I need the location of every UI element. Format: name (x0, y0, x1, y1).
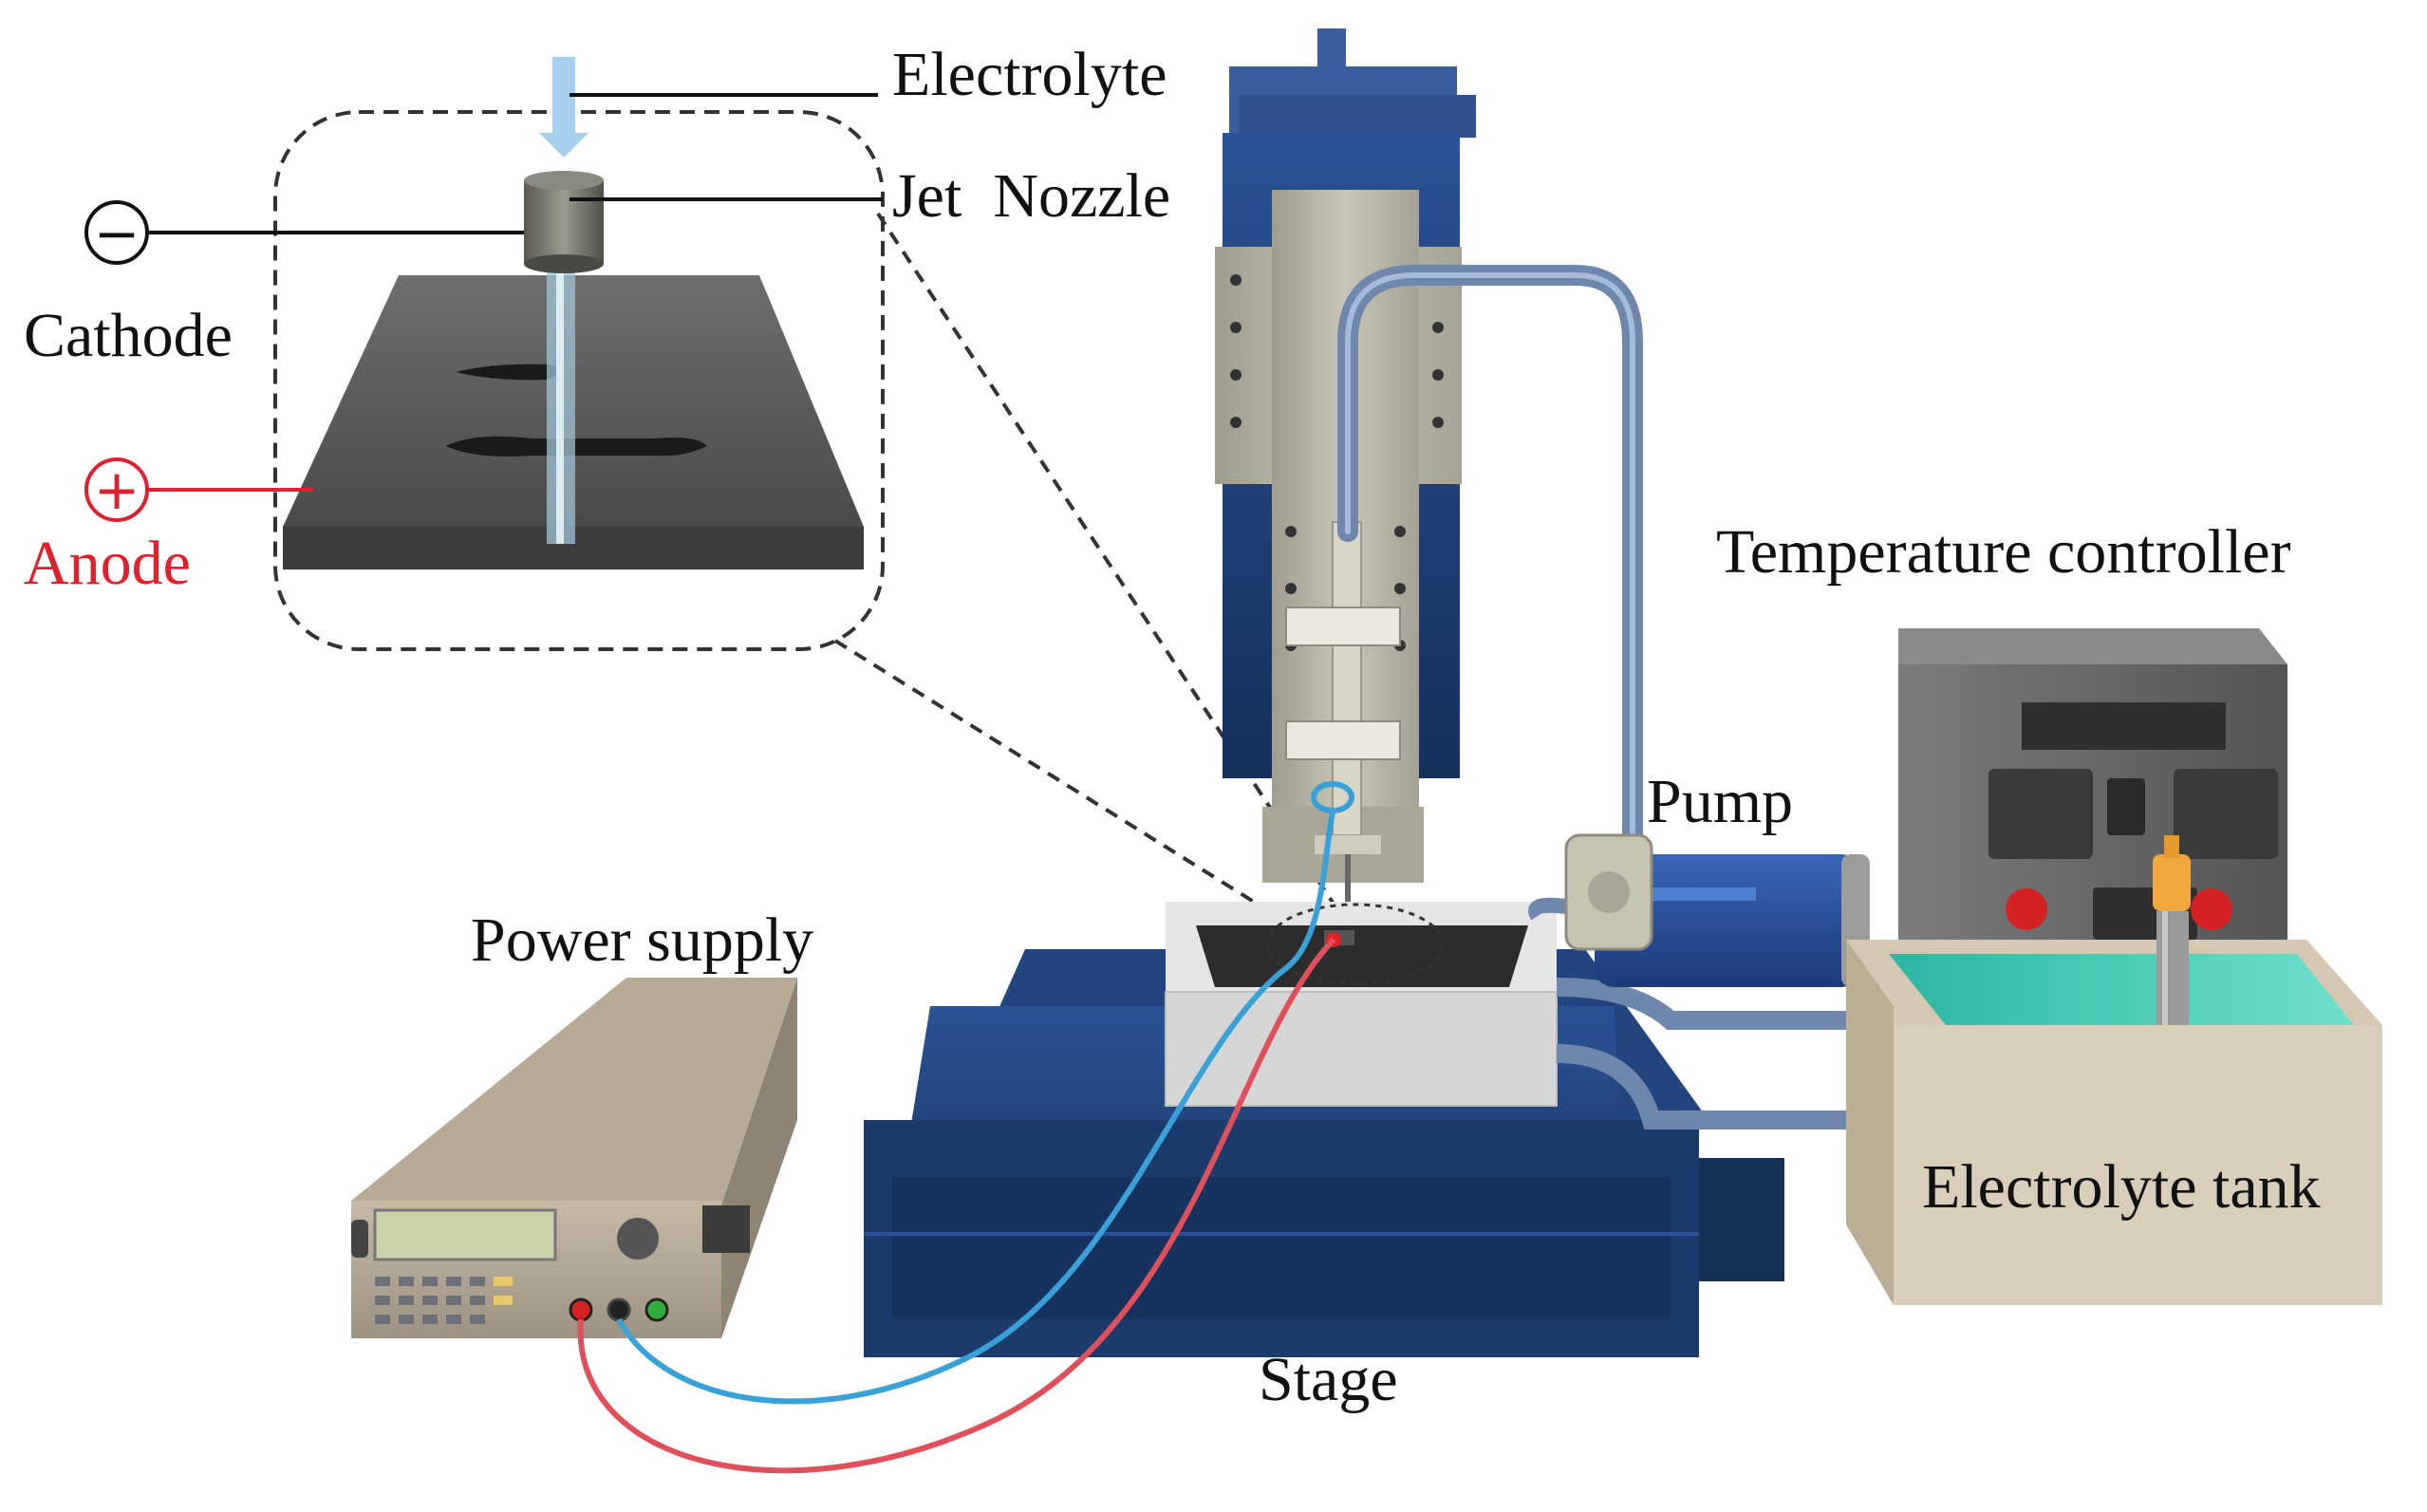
down-arrow-icon (539, 57, 588, 158)
clamp-upper (1285, 607, 1401, 646)
label-pump: Pump (1647, 767, 1793, 836)
zoom-line-lower (833, 639, 1316, 942)
svg-text:−: − (94, 201, 140, 266)
inset-detail (273, 57, 885, 651)
plus-circle-icon: + (84, 457, 149, 522)
heater-probe (2153, 835, 2191, 1025)
machining-zone-circle (1266, 903, 1445, 986)
svg-text:+: + (94, 457, 140, 522)
label-cathode: Cathode (24, 301, 233, 370)
return-hose-lower (1556, 1044, 1851, 1129)
label-anode: Anode (24, 529, 191, 598)
electrolyte-tank (1846, 835, 2382, 1305)
red-wire (577, 937, 1336, 1474)
pump (1564, 833, 1870, 987)
machined-slot-lower (446, 436, 707, 457)
label-electrolyte-tank: Electrolyte tank (1922, 1152, 2321, 1222)
minus-circle-icon: − (84, 200, 149, 266)
machined-slot-upper (456, 364, 559, 381)
blue-wire (616, 811, 1335, 1405)
red-terminal (569, 1297, 593, 1322)
label-jet-nozzle: Jet Nozzle (892, 161, 1170, 231)
label-power-supply: Power supply (471, 905, 813, 975)
power-supply (351, 978, 797, 1338)
green-terminal (644, 1297, 669, 1322)
label-electrolyte: Electrolyte (892, 40, 1167, 109)
temperature-controller (1898, 628, 2287, 968)
jet-nozzle-body (524, 180, 604, 264)
inset-dashed-frame (273, 110, 885, 651)
label-stage: Stage (1259, 1345, 1398, 1414)
clamp-lower (1285, 720, 1401, 760)
return-hose-upper (1556, 978, 1851, 1030)
work-tank (1165, 902, 1558, 1107)
black-terminal (607, 1297, 631, 1322)
workpiece-plate-edge (283, 527, 864, 569)
label-temperature-controller: Temperature controller (1716, 517, 2291, 587)
